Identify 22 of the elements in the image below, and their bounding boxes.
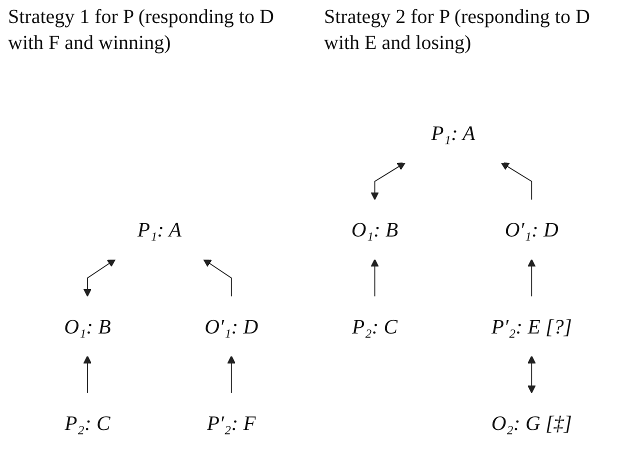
- node-text: O′₁: D: [204, 314, 258, 338]
- node-text: O₁: B: [351, 218, 398, 242]
- node-text: P₁: A: [431, 121, 476, 145]
- node-text: O′₁: D: [504, 218, 558, 242]
- node-text: O₂: G [‡]: [491, 411, 572, 435]
- arrow: [500, 162, 532, 201]
- arrow: [370, 162, 406, 200]
- arrow: [83, 258, 116, 297]
- arrow: [528, 356, 536, 394]
- node-text: P′₂: E [?]: [491, 314, 572, 338]
- node-text: O₁: B: [64, 314, 111, 338]
- heading-text: Strategy 1 for P (responding to D with F and winning): [7, 5, 275, 56]
- node-text: P₂: C: [352, 314, 398, 338]
- node-text: P′₂: F: [206, 411, 256, 435]
- heading-text: Strategy 2 for P (responding to D with E and losing): [323, 5, 591, 56]
- arrow: [203, 258, 232, 298]
- arrow: [528, 258, 536, 298]
- arrow: [227, 356, 236, 394]
- node-text: P₂: C: [64, 411, 110, 435]
- node-text: P₁: A: [137, 218, 182, 242]
- arrow: [370, 258, 379, 298]
- arrow: [83, 356, 92, 394]
